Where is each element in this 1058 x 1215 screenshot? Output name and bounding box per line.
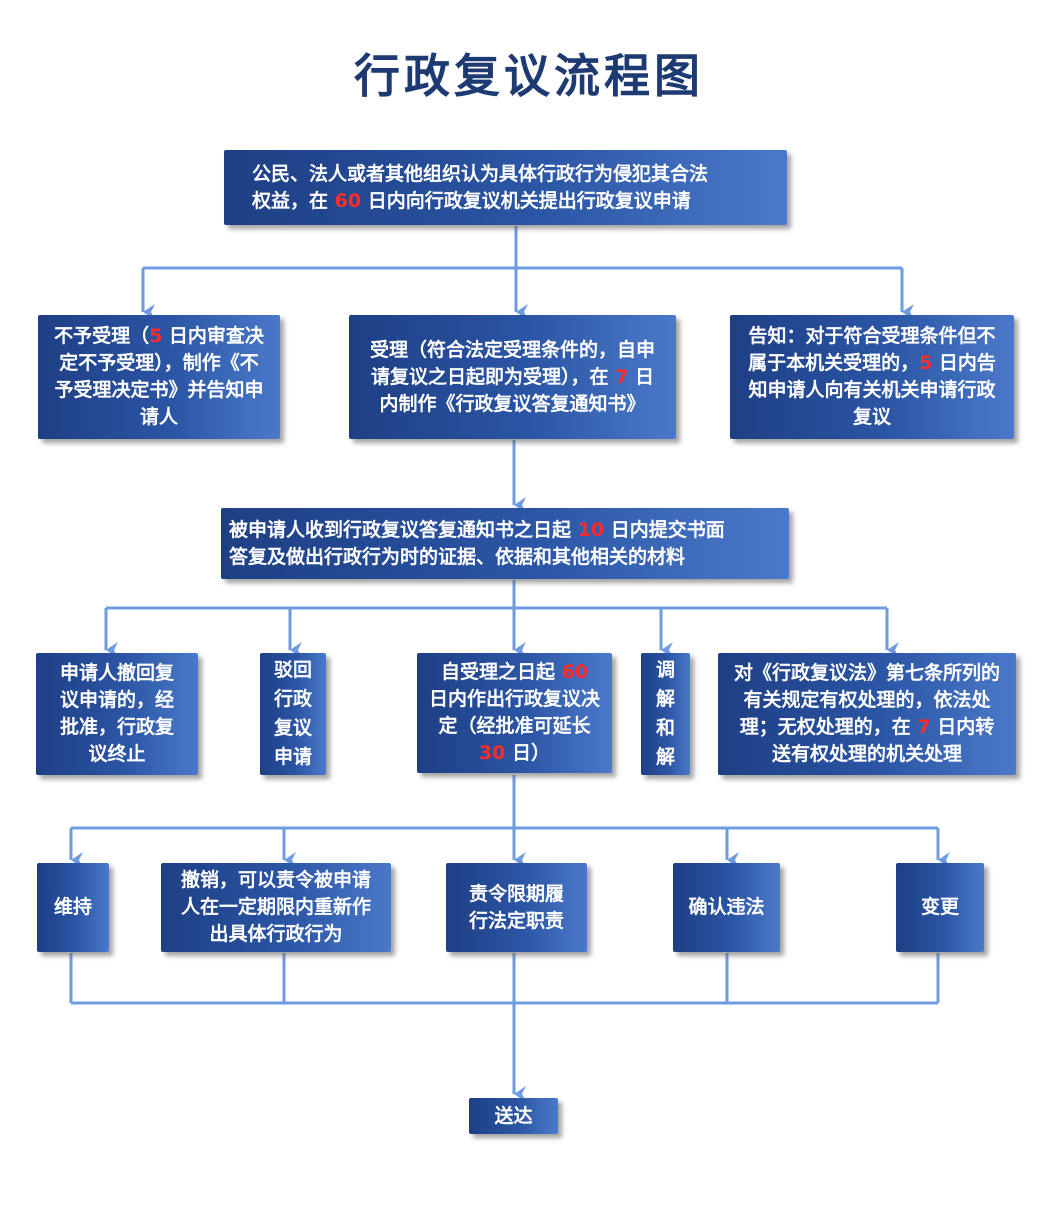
chart-title: 行政复议流程图 [354, 49, 704, 103]
decide-node: 自受理之日起 60 日内作出行政复议决定（经批准可延长 30 日） [417, 653, 612, 773]
notify-text-b: 日内告知申请人向有关机关申请行政复议 [748, 352, 996, 428]
notify-deadline-days: 5 [919, 352, 933, 374]
mediate-text: 调解和解 [655, 659, 675, 768]
change-node: 变更 [896, 863, 984, 952]
respond-text-a: 被申请人收到行政复议答复通知书之日起 [229, 518, 578, 541]
apply-node: 公民、法人或者其他组织认为具体行政行为侵犯其合法 权益，在 60 日内向行政复议… [224, 150, 787, 225]
revoke-text: 撤销，可以责令被申请人在一定期限内重新作出具体行政行为 [180, 869, 371, 945]
withdraw-node: 申请人撤回复议申请的，经批准，行政复议终止 [36, 653, 198, 775]
perform-node: 责令限期履行法定职责 [446, 863, 587, 952]
decide-extension-days: 30 [478, 742, 506, 764]
accept-text-b: 日内制作《行政复议答复通知书》 [379, 365, 654, 415]
illegal-text: 确认违法 [688, 896, 765, 918]
maintain-node: 维持 [37, 863, 109, 952]
decide-text-c: 日） [505, 742, 551, 764]
dismiss-text: 驳回行政复议申请 [273, 659, 312, 768]
notify-node: 告知：对于符合受理条件但不属于本机关受理的，5 日内告知申请人向有关机关申请行政… [730, 315, 1014, 439]
apply-text-line2a: 权益，在 [252, 189, 335, 212]
accept-text-a: 受理（符合法定受理条件的，自申请复议之日起即为受理），在 [369, 338, 655, 388]
deliver-node: 送达 [469, 1098, 558, 1134]
apply-deadline-days: 60 [334, 189, 362, 212]
illegal-node: 确认违法 [673, 863, 780, 952]
accept-node: 受理（符合法定受理条件的，自申请复议之日起即为受理），在 7 日内制作《行政复议… [349, 315, 676, 439]
perform-text: 责令限期履行法定职责 [468, 882, 564, 932]
article7-text-b: 日内转送有权处理的机关处理 [771, 716, 995, 765]
respond-deadline-days: 10 [577, 518, 605, 541]
reject-text-a: 不予受理（ [54, 325, 150, 347]
decide-text-a: 自受理之日起 [440, 661, 562, 683]
accept-deadline-days: 7 [615, 365, 629, 388]
withdraw-text: 申请人撤回复议申请的，经批准，行政复议终止 [59, 662, 174, 765]
respond-text-c: 答复及做出行政行为时的证据、依据和其他相关的材料 [229, 545, 686, 568]
apply-text-line1: 公民、法人或者其他组织认为具体行政行为侵犯其合法 [252, 162, 709, 185]
revoke-node: 撤销，可以责令被申请人在一定期限内重新作出具体行政行为 [161, 863, 391, 952]
dismiss-node: 驳回行政复议申请 [260, 653, 326, 775]
respond-node: 被申请人收到行政复议答复通知书之日起 10 日内提交书面 答复及做出行政行为时的… [221, 508, 789, 579]
article7-deadline-days: 7 [917, 716, 931, 738]
reject-deadline-days: 5 [149, 325, 163, 347]
mediate-node: 调解和解 [641, 653, 690, 775]
article7-text-a: 对《行政复议法》第七条所列的有关规定有权处理的，依法处理；无权处理的，在 [734, 662, 1001, 738]
decide-text-b: 日内作出行政复议决定（经批准可延长 [429, 688, 601, 737]
deliver-text: 送达 [494, 1104, 533, 1127]
decide-deadline-days: 60 [561, 661, 589, 683]
respond-text-b: 日内提交书面 [604, 518, 725, 541]
reject-node: 不予受理（5 日内审查决定不予受理），制作《不予受理决定书》并告知申请人 [38, 315, 280, 439]
maintain-text: 维持 [53, 896, 92, 918]
notify-text-a: 告知：对于符合受理条件但不属于本机关受理的， [748, 325, 996, 374]
change-text: 变更 [920, 896, 959, 918]
apply-text-line2b: 日内向行政复议机关提出行政复议申请 [361, 189, 691, 212]
article7-node: 对《行政复议法》第七条所列的有关规定有权处理的，依法处理；无权处理的，在 7 日… [718, 653, 1016, 775]
reject-text-b: 日内审查决定不予受理），制作《不予受理决定书》并告知申请人 [54, 325, 264, 428]
